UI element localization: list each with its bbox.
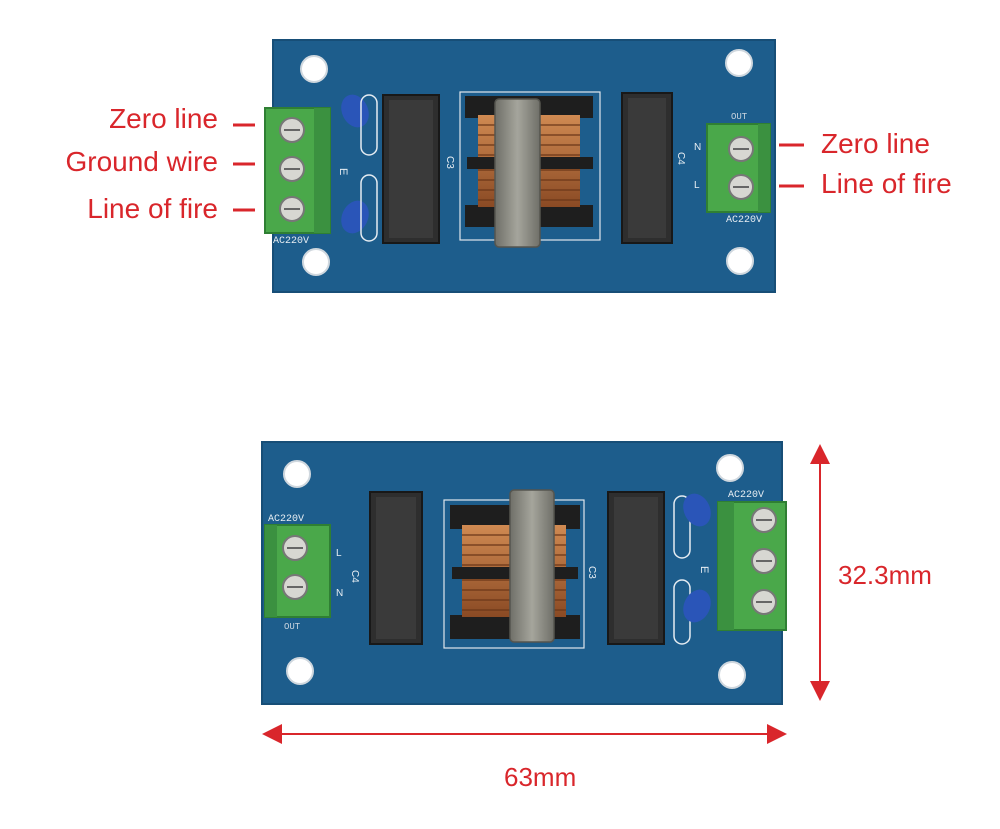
bottom-pcb-board: AC220V OUT L N C4 C3	[261, 441, 787, 705]
silkscreen-coil: C3	[586, 566, 597, 579]
width-dimension-label: 63mm	[504, 762, 577, 792]
silkscreen-n: N	[336, 588, 343, 599]
input-terminal-block	[264, 107, 331, 234]
mounting-hole	[725, 49, 753, 77]
silkscreen-rating: AC220V	[728, 490, 764, 501]
output-terminal-block	[706, 123, 771, 213]
mounting-hole	[716, 454, 744, 482]
common-mode-choke	[443, 489, 585, 649]
mounting-hole	[283, 460, 311, 488]
mounting-hole	[726, 247, 754, 275]
silkscreen-rating: AC220V	[726, 215, 762, 226]
label-ground-wire-left: Ground wire	[65, 146, 218, 177]
label-zero-line-left: Zero line	[109, 103, 218, 134]
silkscreen-inductor: C4	[675, 152, 686, 165]
common-mode-choke	[459, 91, 601, 248]
silkscreen-l: L	[336, 548, 342, 559]
silkscreen-coil: C3	[444, 156, 455, 169]
silkscreen-earth: E	[337, 168, 349, 175]
silkscreen-earth: E	[698, 566, 710, 573]
mounting-hole	[718, 661, 746, 689]
label-line-of-fire-right: Line of fire	[821, 168, 952, 199]
label-line-of-fire-left: Line of fire	[87, 193, 218, 224]
mounting-hole	[300, 55, 328, 83]
top-pcb-board: AC220V E	[264, 39, 776, 293]
silkscreen-l: L	[694, 180, 700, 191]
silkscreen-out: OUT	[284, 622, 301, 632]
output-terminal-block	[264, 524, 331, 618]
mounting-hole	[286, 657, 314, 685]
y-capacitor	[673, 493, 711, 645]
silkscreen-rating: AC220V	[268, 514, 304, 525]
label-zero-line-right: Zero line	[821, 128, 930, 159]
input-terminal-block	[717, 501, 787, 631]
silkscreen-rating: AC220V	[273, 236, 309, 247]
silkscreen-inductor: C4	[349, 570, 360, 583]
mounting-hole	[302, 248, 330, 276]
silkscreen-out: OUT	[731, 112, 748, 122]
height-dimension-label: 32.3mm	[838, 560, 932, 590]
silkscreen-n: N	[694, 142, 701, 153]
y-capacitor	[341, 94, 378, 242]
label-leaders	[233, 123, 804, 212]
